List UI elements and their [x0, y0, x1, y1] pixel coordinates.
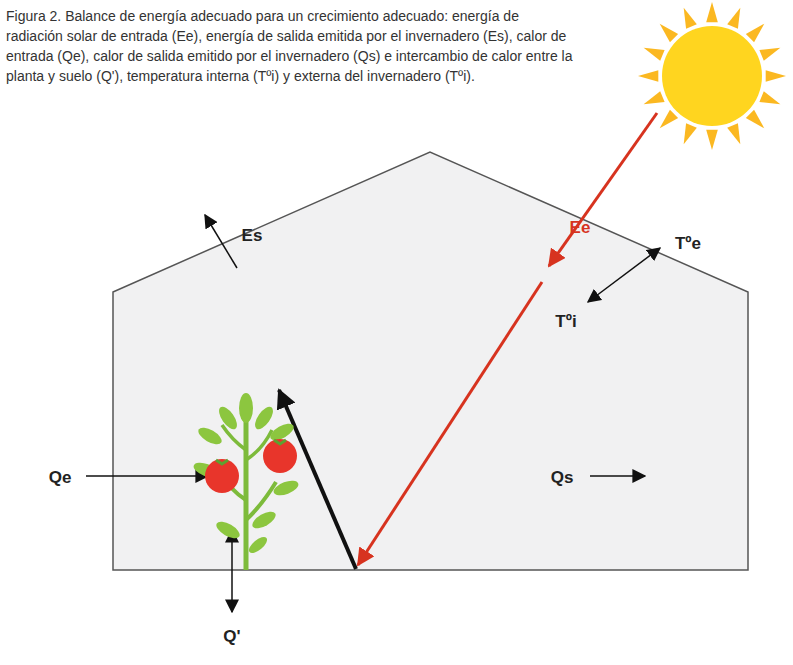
variable-label: Ee	[570, 218, 591, 238]
figure-caption: Figura 2. Balance de energía adecuado pa…	[6, 6, 576, 86]
greenhouse-outline	[113, 152, 748, 570]
variable-label: Es	[242, 226, 263, 246]
sun-ray	[644, 91, 665, 104]
radiation-arrow	[549, 113, 657, 266]
sun-ray	[684, 123, 697, 144]
sun-ray	[644, 48, 665, 61]
sun-symbol	[638, 2, 786, 150]
sun-ray	[727, 123, 740, 144]
sun-ray	[706, 130, 718, 150]
sun-ray	[759, 91, 780, 104]
variable-label: Qs	[551, 468, 574, 488]
variable-label: Tºi	[555, 312, 576, 332]
heat-arrow	[86, 475, 208, 477]
exchange-arrow	[588, 248, 660, 302]
variable-label: Q'	[223, 627, 240, 647]
exchange-arrow	[231, 530, 233, 612]
emission-arrow	[279, 390, 356, 569]
sun-ray	[727, 8, 740, 29]
radiation-arrow	[358, 282, 542, 565]
sun-ray	[638, 70, 658, 82]
sun-ray	[660, 110, 678, 128]
sun-ray	[746, 110, 764, 128]
emission-arrow	[205, 215, 237, 268]
sun-ray	[759, 48, 780, 61]
sun-ray	[766, 70, 786, 82]
sun-ray	[746, 24, 764, 42]
variable-label: Tºe	[675, 234, 701, 254]
sun-ray	[706, 2, 718, 22]
sun-ray	[684, 8, 697, 29]
variable-label: Qe	[49, 468, 72, 488]
tomato-plant	[192, 393, 301, 570]
sun-ray	[660, 24, 678, 42]
heat-arrow	[590, 475, 645, 477]
sun-disc	[662, 26, 762, 126]
